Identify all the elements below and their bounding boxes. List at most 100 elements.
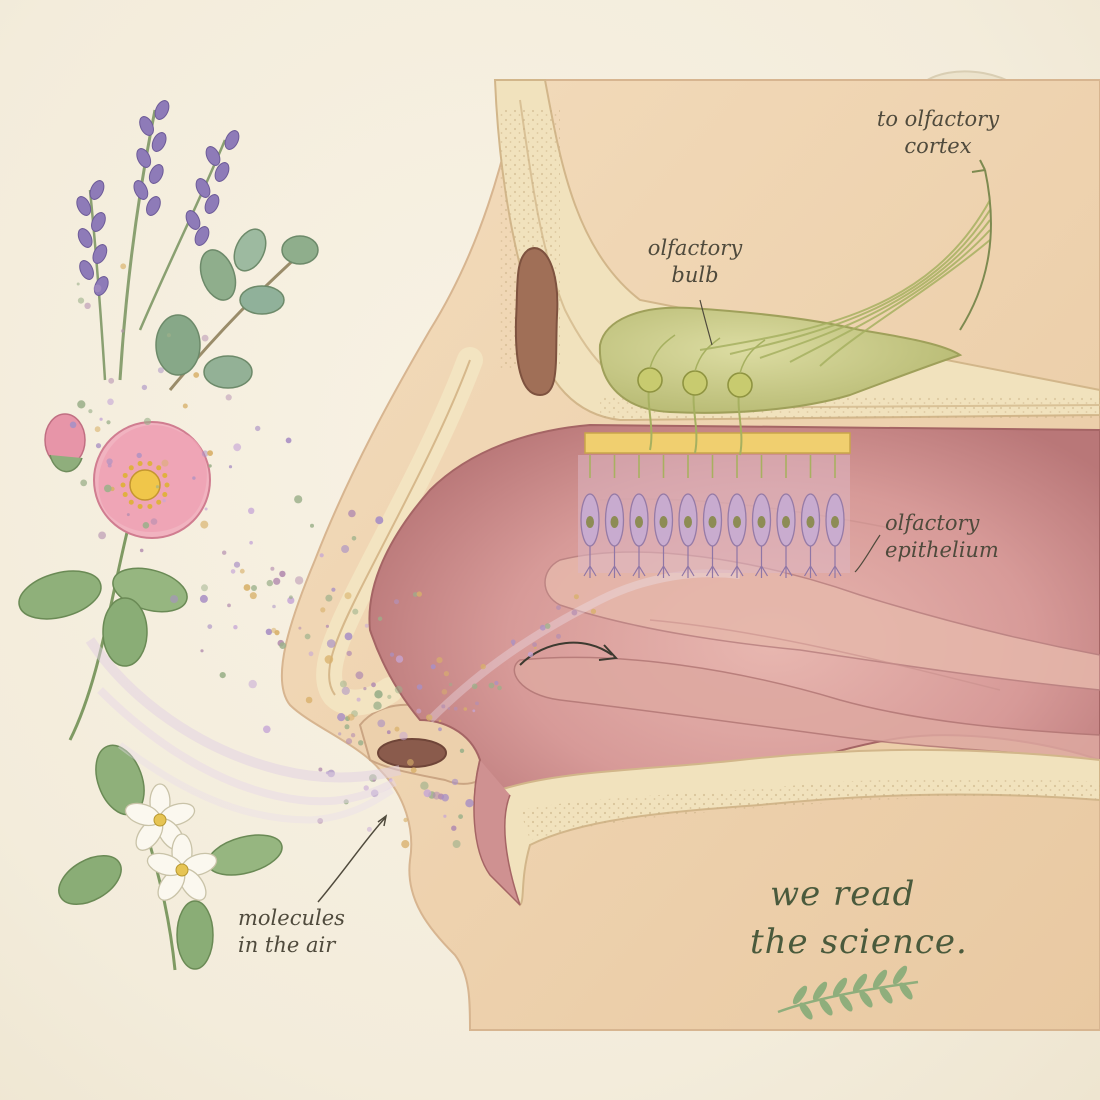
molecule-dot <box>207 450 214 456</box>
molecule-dot <box>107 463 112 468</box>
rose-stamen <box>128 499 134 505</box>
molecule-dot <box>120 263 127 270</box>
molecule-dot <box>233 561 241 568</box>
mitral-dendrite <box>739 339 766 374</box>
molecule-dot <box>233 443 242 452</box>
molecule-dot <box>447 707 451 710</box>
molecule-dot <box>363 785 369 791</box>
rose-stamen <box>162 472 168 478</box>
molecule-dot <box>472 709 476 713</box>
molecule-dot <box>141 384 148 391</box>
rose-stamen <box>137 503 143 509</box>
neuron-nucleus <box>684 516 692 528</box>
molecule-dot <box>377 616 383 621</box>
molecule-dot <box>475 701 479 706</box>
neuron-cilia <box>632 546 646 578</box>
neuron-nucleus <box>659 516 668 528</box>
molecule-dot <box>325 594 333 602</box>
molecule-dot <box>441 793 450 802</box>
molecule-dot <box>436 657 443 664</box>
molecule-dot <box>272 604 276 609</box>
molecule-dot <box>394 726 400 732</box>
olfactory-bulb <box>598 169 992 456</box>
neuron-nucleus <box>610 516 619 528</box>
neuron-nucleus <box>733 516 741 528</box>
molecule-dot <box>225 394 232 401</box>
lavender-bud <box>205 146 221 166</box>
molecule-dot <box>377 719 386 728</box>
molecules-label-line1: molecules <box>238 906 345 930</box>
molecule-dot <box>227 603 231 608</box>
molecule-dot <box>544 623 551 629</box>
molecule-dot <box>451 825 457 831</box>
airflow-streaks <box>85 637 402 824</box>
molecule-dot <box>274 630 280 636</box>
molecule-dot <box>370 789 379 798</box>
molecule-dot <box>326 639 336 648</box>
molecule-dot <box>310 523 314 528</box>
molecule-dot <box>279 642 287 649</box>
eucalyptus-sprig <box>155 228 319 391</box>
molecule-dot <box>298 626 302 630</box>
molecule-dot <box>99 417 103 421</box>
olive-leaf <box>852 973 868 993</box>
olive-leaf <box>799 1002 813 1020</box>
molecule-dot <box>320 607 326 613</box>
molecule-dot <box>341 545 350 553</box>
jasmine-center <box>153 813 167 827</box>
molecule-dot <box>387 694 392 700</box>
epithelium-label: olfactory epithelium <box>885 510 999 564</box>
mitral-dendrite <box>694 337 721 372</box>
molecule-dot <box>192 476 196 480</box>
molecule-dot <box>270 566 275 571</box>
lavender-bud <box>185 210 201 230</box>
neuron-nucleus <box>757 516 766 528</box>
rose-stamen <box>128 465 134 471</box>
nerve-fiber <box>759 219 991 359</box>
molecule-dot <box>308 651 314 657</box>
molecule-dot <box>255 425 261 432</box>
neuron-cilia <box>779 546 793 578</box>
molecule-dot <box>343 799 349 805</box>
lavender-bud <box>194 226 210 246</box>
bulb-label-line1: olfactory <box>647 236 743 260</box>
jasmine-flower <box>58 744 283 971</box>
rose-stamen <box>156 499 162 505</box>
molecule-dot <box>230 569 236 574</box>
molecule-dot <box>106 458 113 465</box>
molecule-dot <box>84 302 91 309</box>
molecule-dot <box>459 748 465 753</box>
lavender-bud <box>224 130 240 150</box>
molecule-dot <box>463 707 468 711</box>
molecule-dot <box>182 403 188 409</box>
bulb-label: olfactory bulb <box>640 235 750 289</box>
olive-leaf <box>839 994 853 1012</box>
molecule-dot <box>222 550 227 555</box>
molecule-dot <box>395 655 404 663</box>
molecule-dot <box>248 507 255 514</box>
molecule-dot <box>366 826 372 832</box>
nose-cross-section <box>280 79 1100 1031</box>
molecule-dot <box>443 671 449 677</box>
molecule-dot <box>265 628 273 635</box>
lavender-bud <box>76 196 92 216</box>
molecule-dot <box>488 682 495 689</box>
molecule-dot <box>249 540 253 545</box>
molecule-dot <box>534 646 537 649</box>
molecule-dot <box>556 605 561 610</box>
lavender-bud <box>139 116 154 136</box>
neuron-cilia <box>730 546 744 578</box>
molecule-dot <box>266 579 273 587</box>
mitral-cell <box>682 370 708 396</box>
molecule-dot <box>401 840 410 849</box>
molecule-dot <box>273 577 281 585</box>
lavender-bud <box>77 228 93 248</box>
jasmine-center <box>175 863 189 877</box>
tagline-line2: the science. <box>750 922 968 962</box>
molecule-dot <box>201 450 209 458</box>
molecule-dot <box>339 680 347 688</box>
molecule-dot <box>142 522 150 529</box>
molecule-dot <box>77 400 86 409</box>
molecule-dot <box>88 409 93 414</box>
